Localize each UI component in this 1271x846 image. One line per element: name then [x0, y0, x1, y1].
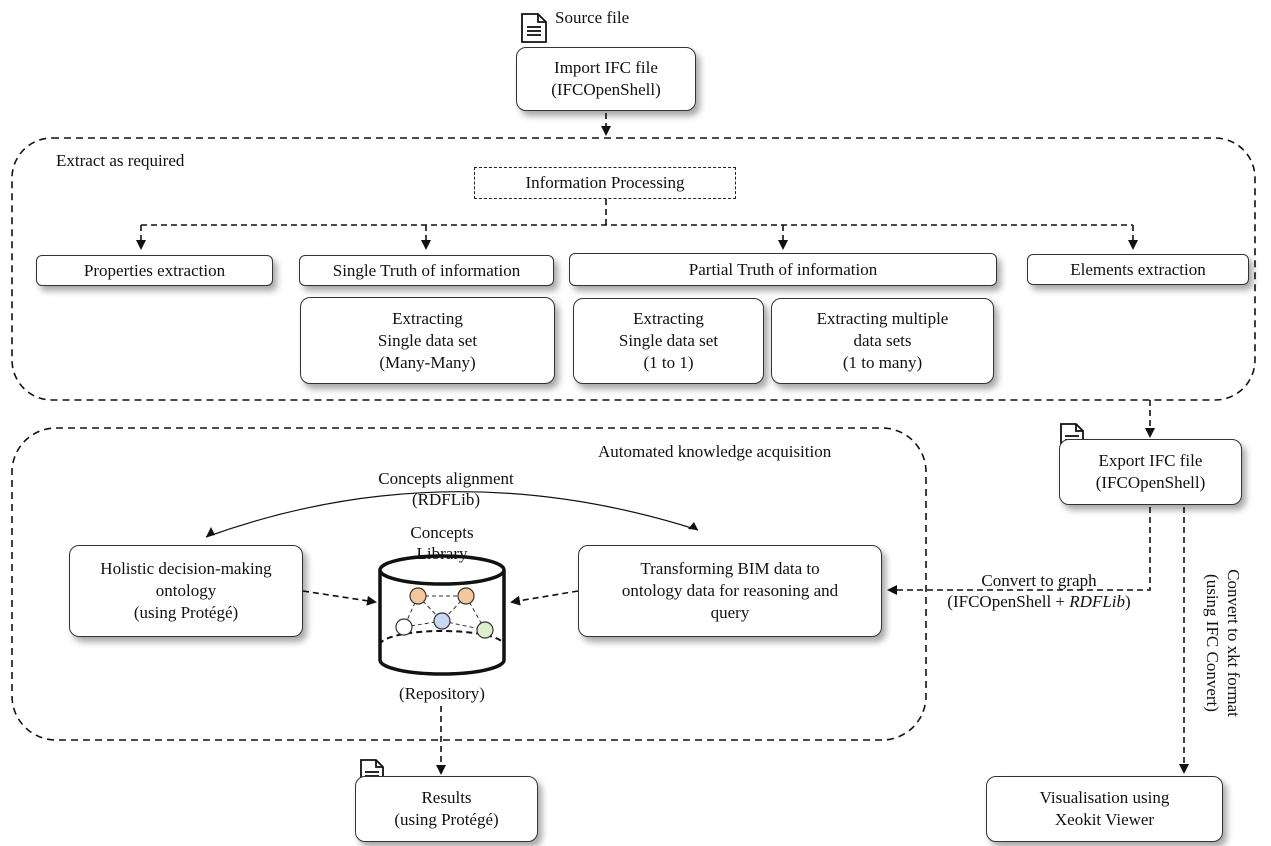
node-blue	[433, 612, 451, 630]
connectors	[136, 113, 1189, 775]
import-line2: (IFCOpenShell)	[551, 80, 661, 99]
concepts-library-label: Concepts Library	[410, 523, 474, 563]
results-box[interactable]: Results (using Protégé)	[355, 776, 538, 842]
transforming-bim-box[interactable]: Transforming BIM data to ontology data f…	[578, 545, 882, 637]
alignment-arc	[205, 491, 699, 538]
holistic-ontology-box[interactable]: Holistic decision-making ontology (using…	[69, 545, 303, 637]
concepts-library-cylinder	[378, 554, 506, 676]
extracting-single-many-box[interactable]: Extracting Single data set (Many-Many)	[300, 297, 555, 384]
import-line1: Import IFC file	[554, 58, 658, 77]
convert-to-graph-label: Convert to graph (IFCOpenShell + RDFLib)	[947, 571, 1131, 611]
connector-export-to-transform	[887, 507, 1151, 595]
extract-region	[11, 137, 1256, 401]
elements-extraction-box[interactable]: Elements extraction	[1027, 254, 1249, 285]
node-white	[395, 618, 413, 636]
partial-truth-box[interactable]: Partial Truth of information	[569, 253, 997, 286]
node-orange	[457, 587, 475, 605]
extracting-multiple-box[interactable]: Extracting multiple data sets (1 to many…	[771, 298, 994, 384]
properties-extraction-box[interactable]: Properties extraction	[36, 255, 273, 286]
extracting-single-one-box[interactable]: Extracting Single data set (1 to 1)	[573, 298, 764, 384]
knowledge-region	[11, 427, 927, 741]
visualisation-box[interactable]: Visualisation using Xeokit Viewer	[986, 776, 1223, 842]
source-file-label: Source file	[555, 8, 630, 27]
import-ifc-box[interactable]: Import IFC file (IFCOpenShell)	[516, 47, 696, 111]
connector-ontology-to-library	[302, 590, 377, 606]
node-orange	[409, 587, 427, 605]
node-green	[476, 621, 494, 639]
extract-region-label: Extract as required	[56, 151, 185, 170]
export-ifc-box[interactable]: Export IFC file (IFCOpenShell)	[1059, 439, 1242, 505]
convert-to-xkt-label: Convert to xkt format (using IFC Convert…	[1203, 569, 1243, 717]
repository-label: (Repository)	[399, 684, 485, 703]
knowledge-region-label: Automated knowledge acquisition	[598, 442, 832, 461]
information-processing-box[interactable]: Information Processing	[474, 167, 736, 199]
concepts-alignment-label: Concepts alignment (RDFLib)	[378, 469, 514, 509]
connector-transform-to-library	[510, 590, 579, 606]
document-icon	[521, 13, 547, 43]
single-truth-box[interactable]: Single Truth of information	[299, 255, 554, 286]
